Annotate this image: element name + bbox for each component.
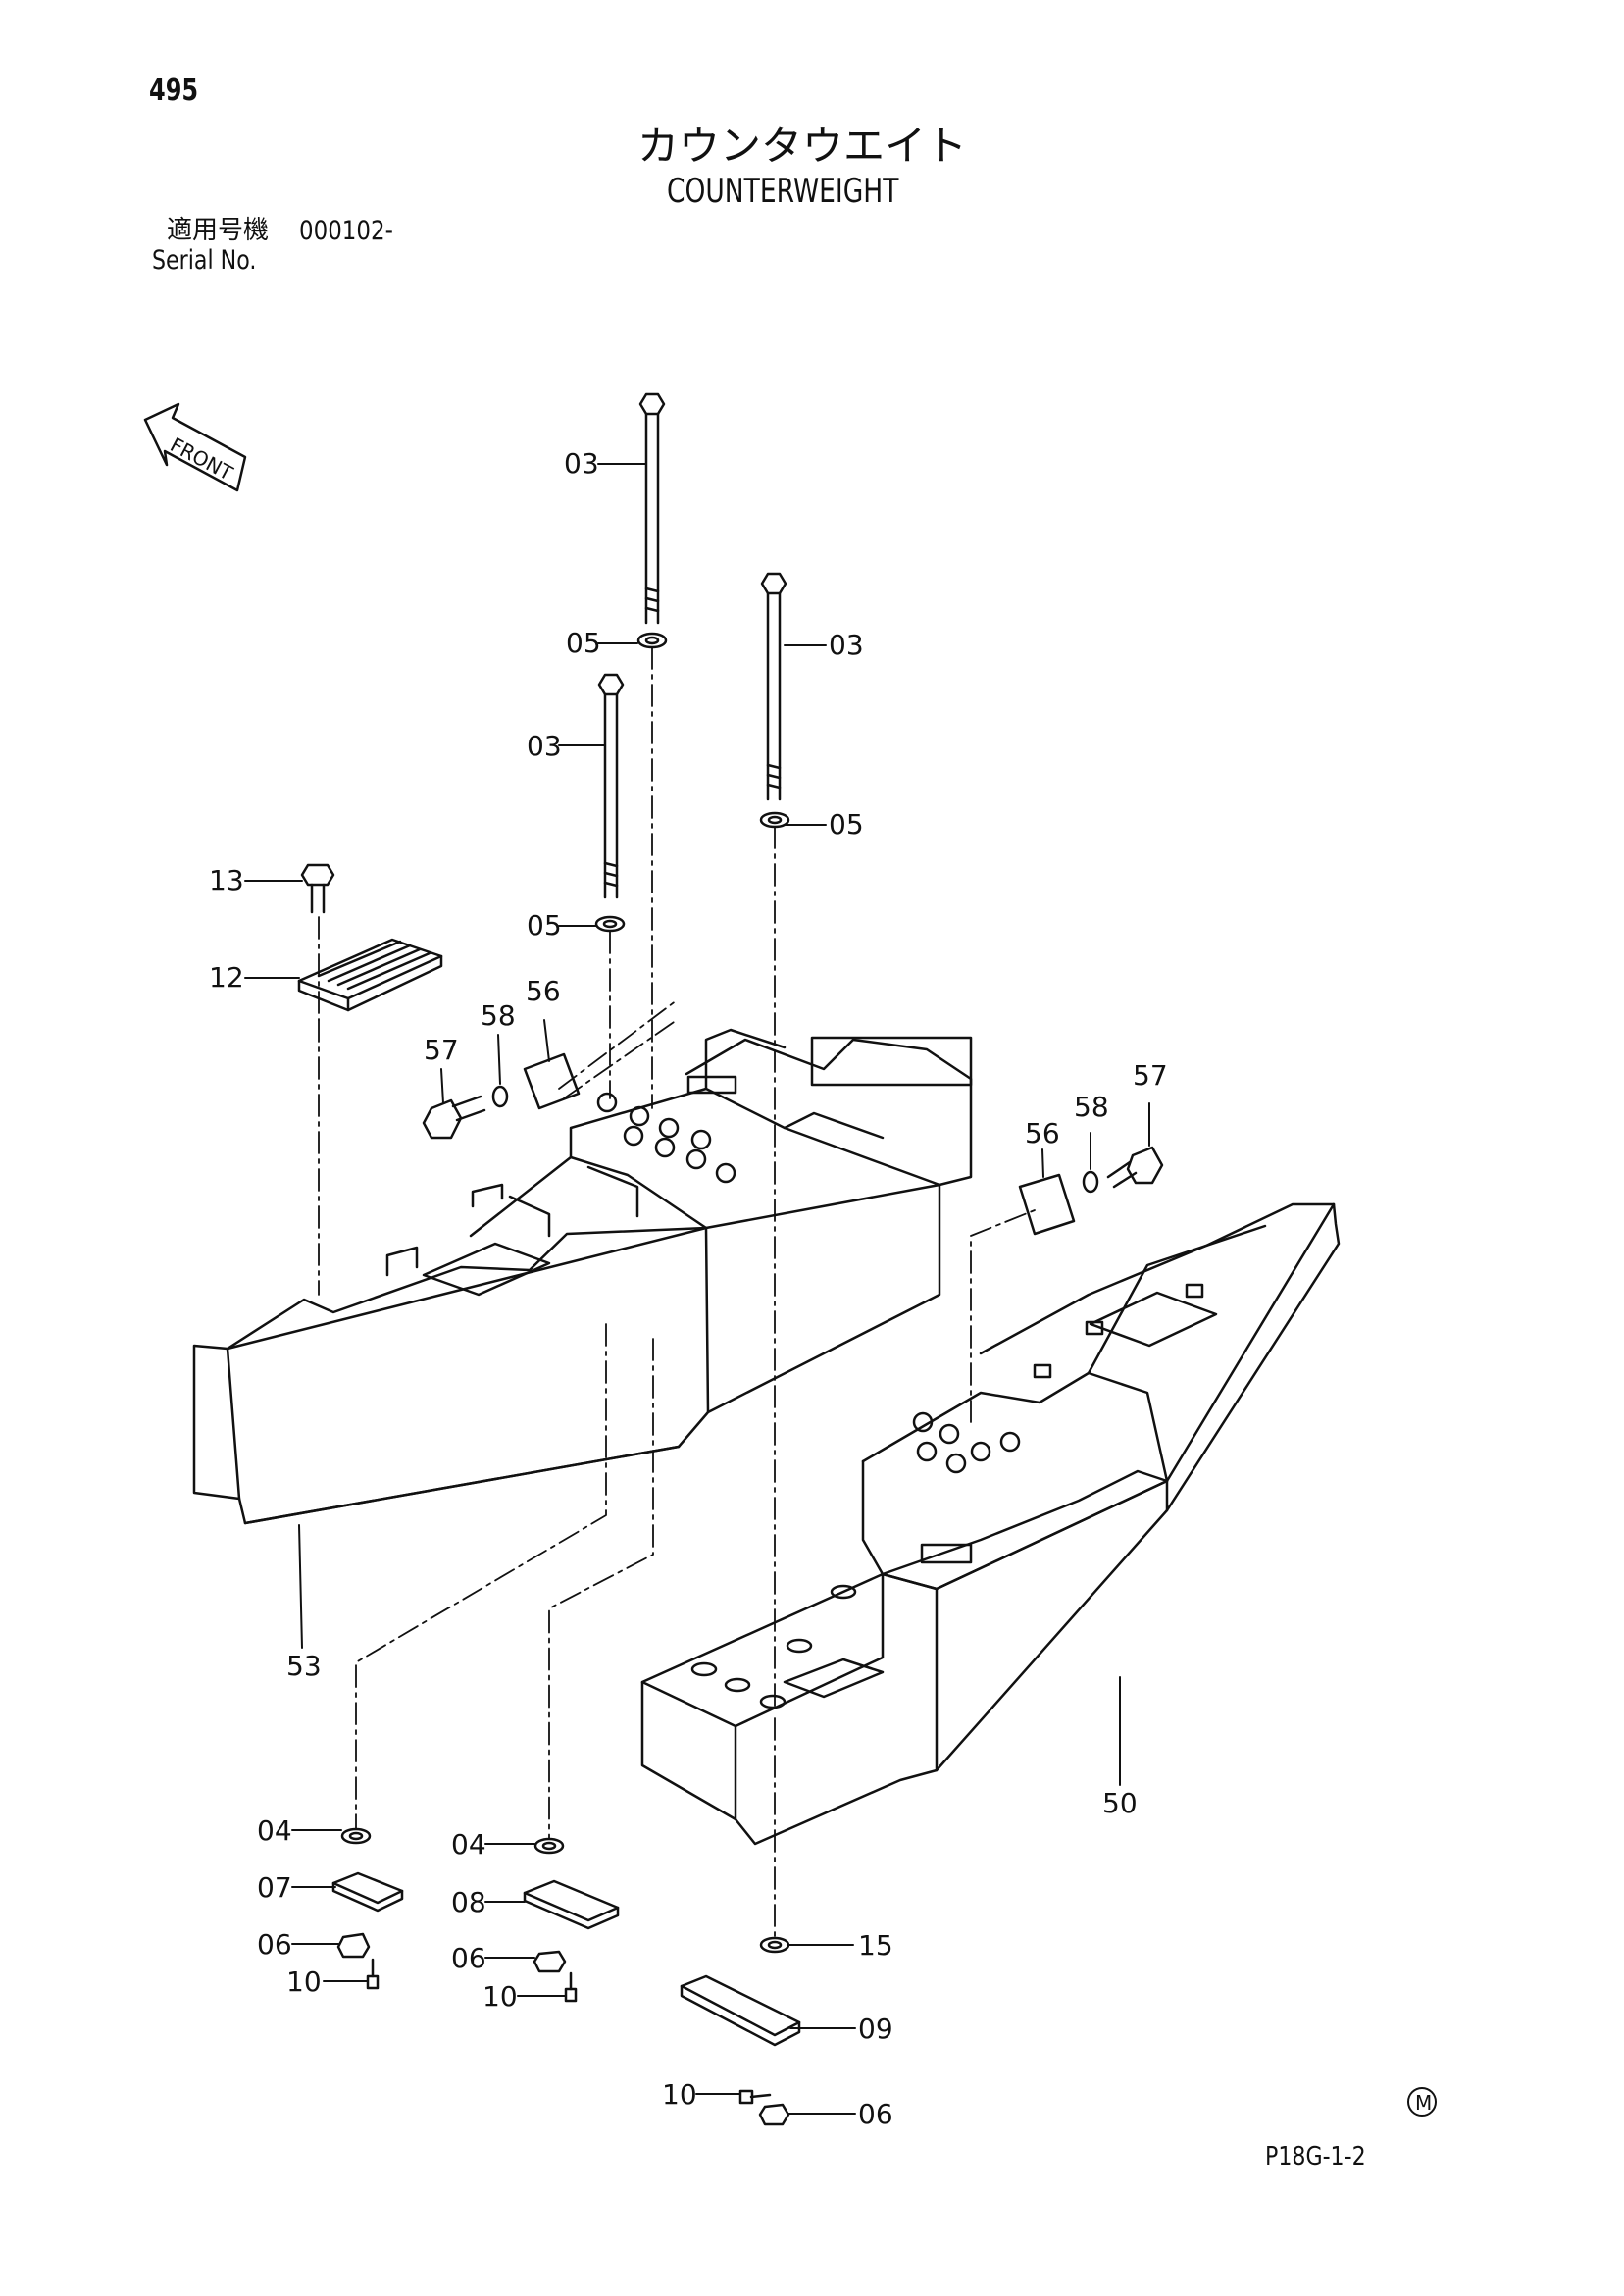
page-title: COUNTERWEIGHT [667,172,899,211]
front-arrow-icon: FRONT [143,402,247,492]
callout-12: 12 [209,961,244,994]
washer-58-right [1082,1170,1099,1194]
mark-symbol: M [1415,2091,1432,2115]
page-code: P18G-1-2 [1265,2142,1366,2171]
callout-08: 08 [451,1886,486,1918]
callout-10: 10 [662,2078,697,2111]
washers-05 [594,632,790,933]
callout-57: 57 [1133,1059,1168,1092]
callout-03: 03 [829,629,864,661]
callout-05: 05 [566,627,601,659]
page-number: 495 [149,74,199,108]
callout-03: 03 [564,447,599,480]
plate-56-left [523,1052,581,1110]
page-title-japanese: カウンタウエイト [637,122,968,170]
callout-06: 06 [257,1928,292,1961]
long-bolts-03 [597,392,787,899]
plate-08 [523,1879,620,1930]
callout-09: 09 [858,2013,893,2045]
callout-07: 07 [257,1871,292,1904]
front-label: FRONT [167,433,237,485]
bolt-10-right [738,2089,772,2105]
counterweight-left-53 [192,1028,973,1525]
callout-05: 05 [527,909,562,942]
serial-number-value: 000102- [299,216,393,246]
callout-50: 50 [1102,1787,1138,1819]
callout-04: 04 [257,1814,292,1847]
callout-03: 03 [527,730,562,762]
serial-label: Serial No. [152,245,257,276]
counterweight-right-50 [640,1202,1341,1846]
callout-53: 53 [286,1650,322,1682]
assembly-centerlines [318,646,1040,1938]
callout-58: 58 [1074,1091,1109,1123]
callout-06: 06 [451,1942,486,1974]
bolt-10-mid [564,1971,578,2003]
bolt-10-left [366,1958,380,1990]
callout-05: 05 [829,808,864,841]
circled-m-mark-icon: M [1407,2087,1437,2117]
callout-10: 10 [482,1980,518,2013]
leader-lines [244,463,1150,2115]
callout-58: 58 [481,999,516,1032]
callout-04: 04 [451,1828,486,1861]
washer-04-mid [533,1837,565,1855]
nut-06-mid [533,1950,567,1973]
callout-06: 06 [858,2098,893,2130]
callout-labels: 03 05 03 05 03 05 13 12 56 58 57 56 58 5… [209,447,1168,2130]
callout-10: 10 [286,1965,322,1998]
callout-15: 15 [858,1929,893,1962]
washer-15 [759,1936,790,1954]
bolt-13 [300,863,335,914]
washer-58-left [491,1085,509,1108]
plate-09 [680,1974,801,2047]
plate-07 [331,1871,404,1913]
washer-04-left [340,1827,372,1845]
bolt-57-left [422,1095,486,1140]
serial-label-japanese: 適用号機 [167,216,270,245]
nut-06-right [758,2103,790,2126]
bolt-57-right [1106,1146,1164,1189]
callout-13: 13 [209,864,244,896]
callout-56: 56 [1025,1117,1060,1149]
nut-06-left [336,1932,371,1959]
plate-56-right [1018,1173,1076,1236]
callout-57: 57 [424,1034,459,1066]
step-plate-12 [297,938,443,1012]
callout-56: 56 [526,975,561,1007]
